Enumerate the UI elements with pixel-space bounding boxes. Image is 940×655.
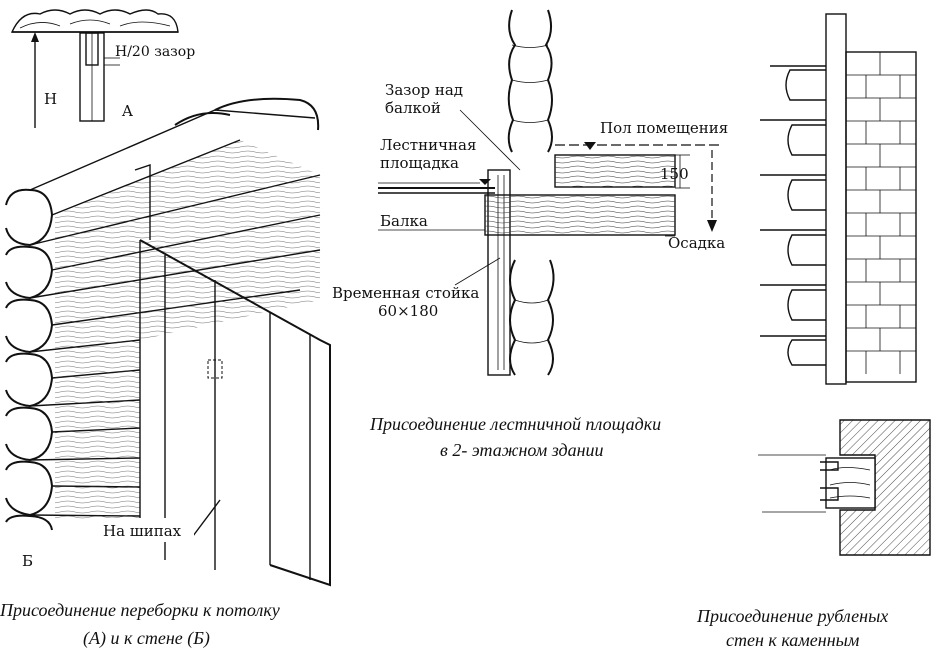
brick-wall-section [758,419,931,556]
label-gap-above-2: балкой [385,99,441,117]
label-b: Б [22,552,33,570]
caption-middle-line2: в 2- этажном здании [440,440,604,460]
caption-left-line1: Присоединение переборки к потолку [0,600,280,620]
label-floor: Пол помещения [600,119,728,137]
brick-wall-elevation [760,13,917,385]
landing-drawing [378,9,720,376]
label-a: A [121,102,133,120]
caption-right-line1: Присоединение рубленых [696,606,888,626]
label-dim-150: 150 [660,165,689,183]
label-beam: Балка [380,212,428,230]
caption-left-line2: (А) и к стене (Б) [83,628,210,649]
label-gap: H/20 зазор [115,44,195,60]
label-h: H [44,90,57,108]
label-landing-2: площадка [380,154,459,172]
label-landing-1: Лестничная [380,136,476,154]
label-tenons: На шипах [103,522,182,540]
log-wall-drawing [5,97,331,587]
caption-right-line2: стен к каменным [726,630,860,650]
caption-middle-line1: Присоединение лестничной площадки [369,414,661,434]
label-post-1: Временная стойка [332,284,479,302]
label-gap-above-1: Зазор над [385,81,463,99]
ceiling-joint-detail [10,9,179,128]
label-bg [96,518,194,542]
label-post-2: 60×180 [378,302,438,320]
label-settlement: Осадка [668,234,725,252]
